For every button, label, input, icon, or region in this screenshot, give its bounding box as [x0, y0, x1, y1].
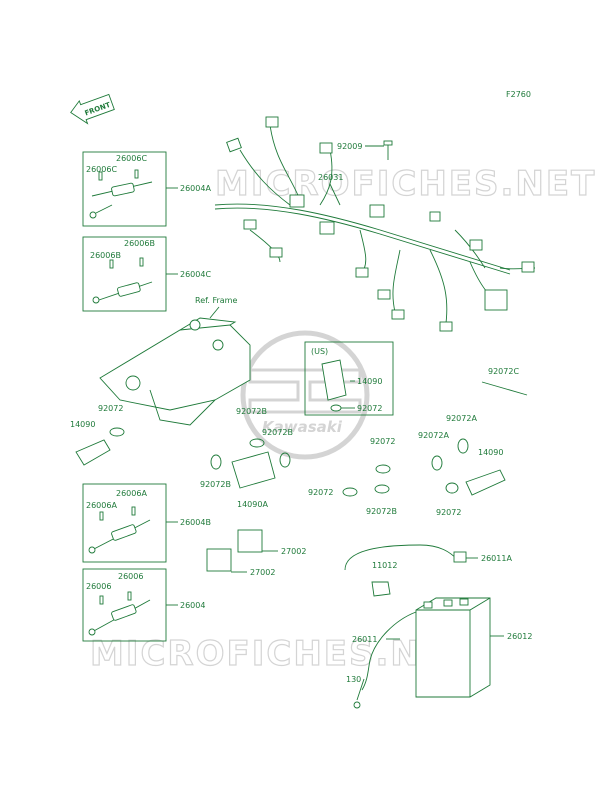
leader-lines — [166, 145, 504, 701]
watermark-text-top: MICROFICHES.NET — [215, 164, 596, 204]
label-26011: 26011 — [352, 635, 377, 644]
label-26006C-a: 26006C — [116, 154, 147, 163]
label-92072-right: 92072 — [436, 508, 461, 517]
label-26006C-b: 26006C — [86, 165, 117, 174]
label-92072C: 92072C — [488, 367, 519, 376]
cable-26011 — [361, 611, 417, 691]
clamps — [109, 381, 528, 497]
label-26031: 26031 — [318, 173, 343, 182]
label-26006A-b: 26006A — [86, 501, 117, 510]
label-26006B-b: 26006B — [90, 251, 121, 260]
label-92072B-2: 92072B — [262, 428, 293, 437]
label-26004C: 26004C — [180, 270, 211, 279]
bolt-130 — [353, 701, 361, 709]
label-26004A: 26004A — [180, 184, 211, 193]
label-26012: 26012 — [507, 632, 532, 641]
box-26004A — [82, 151, 167, 227]
label-26011A: 26011A — [481, 554, 512, 563]
label-92072-mid: 92072 — [370, 437, 395, 446]
watermark-logo: Kawasaki — [240, 330, 370, 460]
label-26006-b: 26006 — [86, 582, 111, 591]
label-26006B-a: 26006B — [124, 239, 155, 248]
label-27002-a: 27002 — [281, 547, 306, 556]
part-labels: 26006C 26006C 26004A 26006B 26006B 26004… — [70, 142, 532, 684]
cover-14090A — [231, 451, 276, 489]
watermark: MICROFICHES.NET MICROFICHES.NET Kawasaki — [89, 163, 596, 674]
cable-26011A — [344, 544, 459, 571]
cover-14090-left — [75, 439, 111, 466]
label-26004: 26004 — [180, 601, 205, 610]
battery-26012 — [415, 597, 491, 698]
box-26004C — [82, 236, 167, 312]
ref-frame-label: Ref. Frame — [195, 296, 237, 305]
cover-14090-right — [465, 469, 506, 496]
label-130: 130 — [346, 675, 361, 684]
label-11012: 11012 — [372, 561, 397, 570]
label-14090-right: 14090 — [478, 448, 503, 457]
label-92072B-3: 92072B — [200, 480, 231, 489]
label-14090A: 14090A — [237, 500, 268, 509]
label-92072-center: 92072 — [308, 488, 333, 497]
main-wiring-harness — [214, 116, 536, 332]
figure-code: F2760 — [506, 90, 531, 99]
label-14090-left: 14090 — [70, 420, 95, 429]
label-92009: 92009 — [337, 142, 362, 151]
label-26006-a: 26006 — [118, 572, 143, 581]
label-26006A-a: 26006A — [116, 489, 147, 498]
label-27002-b: 27002 — [250, 568, 275, 577]
box-26004B — [82, 483, 167, 563]
label-92072-left: 92072 — [98, 404, 123, 413]
bolt-92009 — [383, 140, 393, 160]
watermark-text-bottom: MICROFICHES.NET — [90, 634, 471, 674]
us-label: (US) — [311, 347, 328, 356]
label-92072A-1: 92072A — [446, 414, 477, 423]
label-26004B: 26004B — [180, 518, 211, 527]
relay-27002-upper — [237, 529, 263, 553]
watermark-logo-text: Kawasaki — [262, 418, 343, 436]
label-92072A-2: 92072A — [418, 431, 449, 440]
fuse-11012 — [371, 581, 391, 597]
box-us-bracket — [304, 341, 394, 416]
label-92072B-1: 92072B — [236, 407, 267, 416]
label-14090-us: 14090 — [357, 377, 382, 386]
relay-27002-lower — [206, 548, 232, 572]
label-92072B-4: 92072B — [366, 507, 397, 516]
front-arrow-icon: FRONT — [70, 93, 115, 125]
terminal-cover-26011A — [453, 551, 467, 563]
label-92072-us: 92072 — [357, 404, 382, 413]
frame-subassembly — [99, 317, 251, 426]
